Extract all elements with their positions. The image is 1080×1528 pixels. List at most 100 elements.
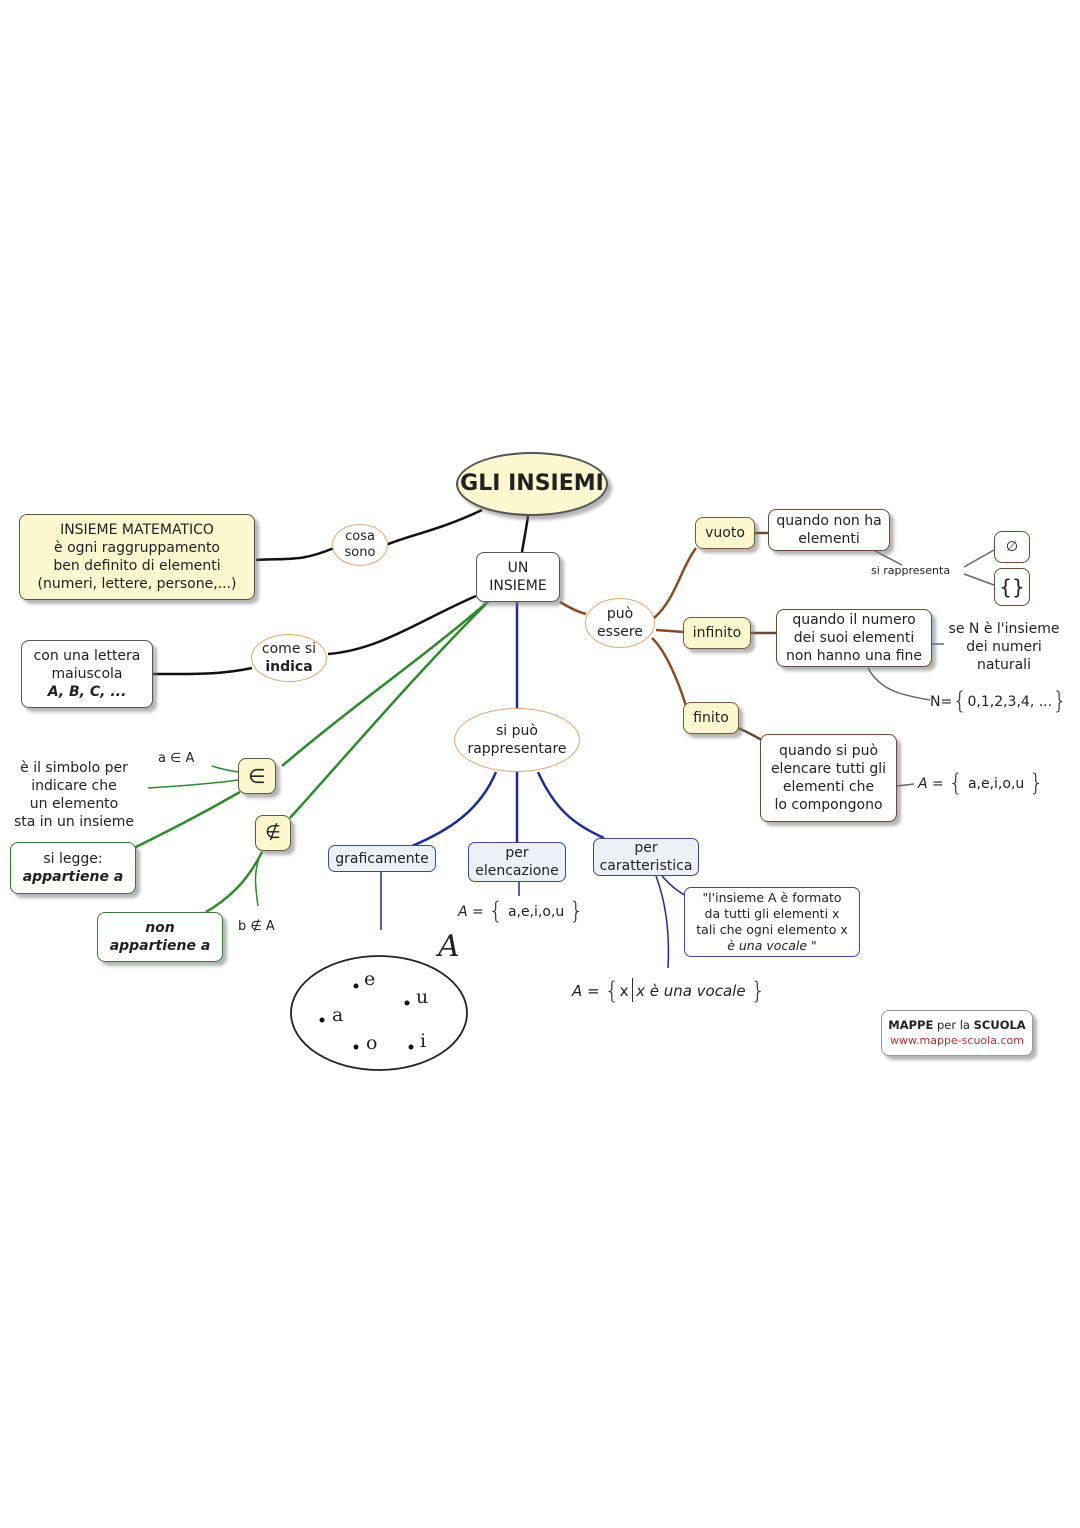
venn-dot-e <box>353 983 359 989</box>
edge-puo-essere-to-finito <box>651 637 688 707</box>
link-text: come si <box>261 641 317 657</box>
not-in-example: b ∉ A <box>238 918 275 936</box>
type-empty: vuoto <box>695 517 755 549</box>
note-line: dei numeri <box>966 639 1042 655</box>
not-element-of-icon: ∉ <box>265 822 281 843</box>
desc-line: elencare tutti gli <box>770 761 887 777</box>
type-finite: finito <box>683 702 739 734</box>
edge-caratteristica-to-quote <box>661 875 687 897</box>
quote-line: da tutti gli elementi x <box>704 906 840 921</box>
note-line: naturali <box>977 657 1031 673</box>
venn-set-name: A <box>438 930 460 964</box>
in-example-text: a ∈ A <box>158 751 195 766</box>
link-text-bold: indica <box>265 659 313 675</box>
natural-numbers-note: se N è l'insieme dei numeri naturali <box>944 620 1064 674</box>
link-text: rappresentare <box>467 741 567 757</box>
link-si-puo-rappresentare: si può rappresentare <box>454 708 580 772</box>
desc-line: non hanno una fine <box>785 648 923 664</box>
example-prefix: N= <box>930 694 953 710</box>
venn-dot-a <box>319 1017 325 1023</box>
example-var: x <box>619 982 629 1000</box>
close-brace: } <box>568 897 585 925</box>
desc-line: elementi <box>798 531 860 547</box>
venn-element-text: o <box>366 1032 378 1054</box>
edge-cosa-sono-to-definition <box>255 546 335 562</box>
empty-description: quando non ha elementi <box>768 509 890 551</box>
description-line: è il simbolo per <box>20 760 128 776</box>
venn-element-text: a <box>332 1004 344 1026</box>
edge-center-to-puo-essere <box>559 600 587 616</box>
desc-line: quando si può <box>778 743 879 759</box>
central-node-line: INSIEME <box>489 578 547 594</box>
example-elements: 0,1,2,3,4, ... <box>967 694 1053 710</box>
edge-come-si-indica-to-notation <box>151 666 253 676</box>
edge-center-to-in-symbol <box>281 599 491 767</box>
venn-dot-i <box>408 1044 414 1050</box>
type-label: vuoto <box>705 525 745 541</box>
quote-line: "l'insieme A è formato <box>702 890 842 905</box>
venn-element-text: i <box>420 1030 427 1052</box>
open-brace: { <box>488 897 504 925</box>
infinite-description: quando il numero dei suoi elementi non h… <box>776 609 932 667</box>
description-line: un elemento <box>29 796 119 812</box>
edge-title-to-cosa-sono <box>385 508 483 547</box>
edge-puo-essere-to-infinito <box>655 628 685 634</box>
desc-line: lo compongono <box>774 797 883 813</box>
method-label: caratteristica <box>599 858 693 874</box>
venn-element-text: e <box>364 968 376 990</box>
method-property: per caratteristica <box>593 838 699 876</box>
description-line: indicare che <box>31 778 117 794</box>
empty-braces-icon: {} <box>999 575 1025 599</box>
close-brace: } <box>750 977 766 1005</box>
not-in-symbol-box: ∉ <box>255 815 291 851</box>
method-label: per <box>634 840 658 856</box>
venn-ellipse <box>290 955 468 1071</box>
edge-vuoto-desc-to-represents <box>874 550 903 566</box>
in-example: a ∈ A <box>158 750 194 768</box>
example-prefix: A = <box>918 776 944 792</box>
link-cosa-sono: cosa sono <box>332 524 388 566</box>
example-prefix: A = <box>458 904 484 920</box>
venn-element-text: u <box>416 986 429 1008</box>
such-that-bar <box>631 978 634 1002</box>
edge-notin-to-example <box>254 851 263 907</box>
definition-line: è ogni raggruppamento <box>54 540 220 556</box>
example-elements: a,e,i,o,u <box>507 904 565 920</box>
watermark-url: www.mappe-scuola.com <box>890 1034 1024 1047</box>
map-title-text: GLI INSIEMI <box>460 471 604 496</box>
not-reads-line: non <box>145 920 175 936</box>
link-text: sono <box>344 545 376 560</box>
desc-line: elementi che <box>782 779 875 795</box>
description-line: sta in un insieme <box>13 814 135 830</box>
method-label: graficamente <box>335 850 429 867</box>
quote-line: è una vocale " <box>727 938 817 953</box>
reads-meaning: appartiene a <box>22 869 124 885</box>
open-brace: { <box>948 769 964 797</box>
in-symbol-box: ∈ <box>238 758 276 794</box>
venn-element-a: a <box>332 1004 344 1026</box>
edge-represents-to-emptyset <box>963 549 995 568</box>
reads-box: si legge: appartiene a <box>10 842 136 894</box>
edge-infinito-desc-to-example <box>867 667 931 701</box>
empty-set-icon: ∅ <box>1005 539 1019 555</box>
edge-title-to-center <box>520 515 530 553</box>
edge-rapp-to-caratteristica <box>536 771 605 840</box>
example-prefix: A = <box>572 982 600 1000</box>
venn-dot-u <box>404 1000 410 1006</box>
element-of-icon: ∈ <box>248 764 266 788</box>
edge-in-to-description <box>147 779 239 789</box>
method-label: elencazione <box>475 863 559 879</box>
edge-center-to-not-in-symbol <box>289 603 487 819</box>
type-label: infinito <box>692 625 742 641</box>
close-brace: } <box>1052 687 1068 715</box>
reads-line: si legge: <box>43 851 103 867</box>
central-node: UN INSIEME <box>476 552 560 602</box>
watermark-badge: MAPPE per la SCUOLA www.mappe-scuola.com <box>881 1010 1033 1056</box>
map-title: GLI INSIEMI <box>456 452 608 516</box>
watermark-brand: MAPPE per la SCUOLA <box>888 1017 1025 1033</box>
notation-box: con una lettera maiuscola A, B, C, ... <box>21 640 153 708</box>
brand-part: MAPPE <box>888 1018 934 1032</box>
listing-example: A = { a,e,i,o,u } <box>458 899 584 923</box>
membership-description: è il simbolo per indicare che un element… <box>8 759 140 831</box>
